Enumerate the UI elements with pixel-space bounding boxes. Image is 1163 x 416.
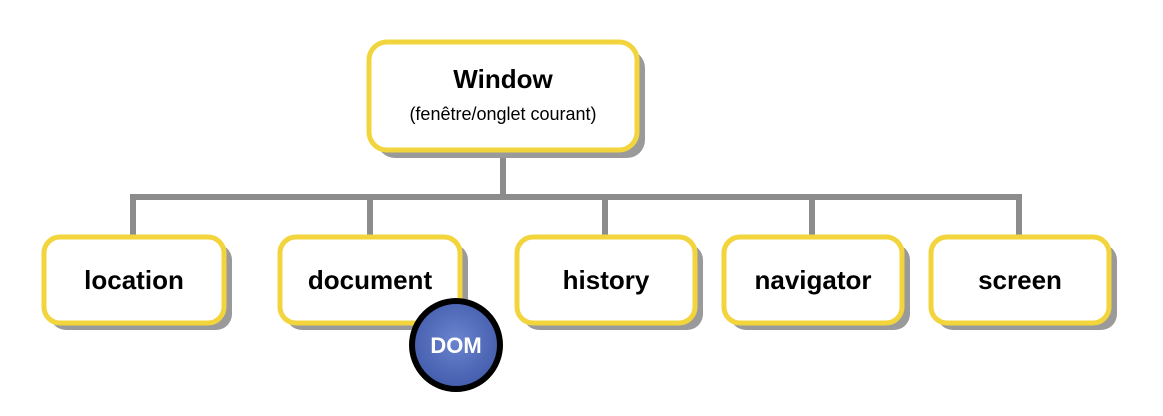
dom-badge-circle (409, 298, 503, 392)
node-document-box (277, 234, 463, 326)
node-navigator-label: navigator (754, 265, 871, 295)
node-screen-label: screen (978, 265, 1062, 295)
node-screen-box (928, 234, 1112, 326)
node-navigator: navigator (721, 234, 910, 330)
node-document: document (277, 234, 468, 330)
connectors (130, 153, 1022, 240)
dom-badge: DOM (409, 298, 503, 392)
node-history-label: history (563, 265, 650, 295)
node-history-box (514, 234, 698, 326)
node-location-box (41, 234, 227, 326)
node-document-label: document (308, 265, 433, 295)
node-window: Window (fenêtre/onglet courant) (366, 39, 645, 158)
dom-badge-label: DOM (430, 333, 481, 358)
node-location: location (41, 234, 232, 330)
node-window-box (366, 39, 640, 153)
node-screen: screen (928, 234, 1117, 330)
node-navigator-box (721, 234, 905, 326)
node-history: history (514, 234, 703, 330)
node-window-title: Window (453, 64, 553, 94)
node-window-subtitle: (fenêtre/onglet courant) (409, 104, 596, 124)
node-location-label: location (84, 265, 184, 295)
